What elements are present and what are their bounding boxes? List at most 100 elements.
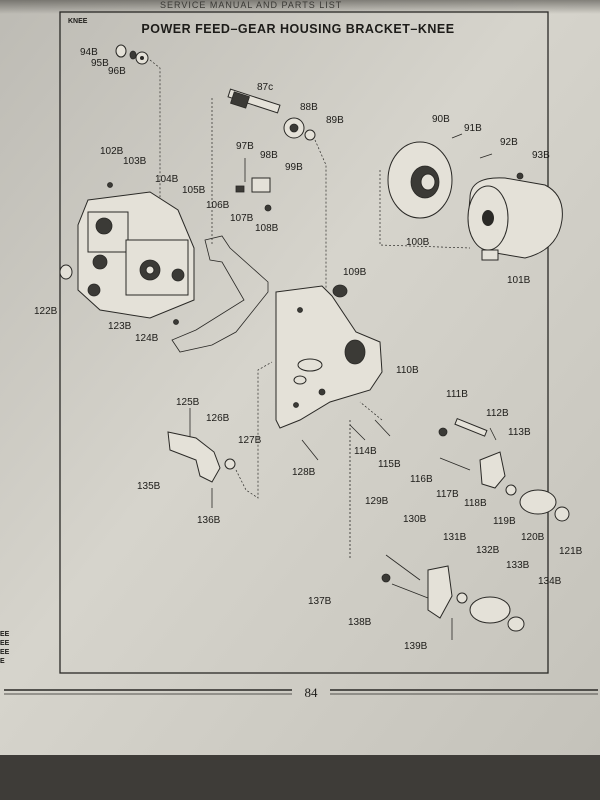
part-label-94b: 94B bbox=[80, 47, 98, 58]
bracket-plate-110b bbox=[275, 285, 383, 429]
rod-112b bbox=[454, 417, 488, 437]
part-label-115b: 115B bbox=[378, 459, 401, 470]
knob-120b bbox=[519, 489, 557, 515]
gasket-107b bbox=[171, 235, 269, 353]
leader-115b bbox=[359, 401, 383, 421]
part-label-138b: 138B bbox=[348, 617, 372, 628]
leader-100b bbox=[379, 170, 471, 249]
section-label: KNEE bbox=[68, 18, 88, 25]
part-label-108b: 108B bbox=[255, 223, 279, 234]
washer-group-94b bbox=[115, 44, 149, 65]
part-label-127b: 127B bbox=[238, 435, 262, 446]
pin-124b bbox=[173, 319, 179, 325]
part-label-134b: 134B bbox=[538, 576, 562, 587]
block-106b bbox=[235, 185, 245, 193]
screw-129b bbox=[385, 554, 421, 581]
part-label-101b: 101B bbox=[507, 275, 531, 286]
part-label-121b: 121B bbox=[559, 546, 583, 557]
part-label-119b: 119B bbox=[493, 516, 516, 527]
part-label-99b: 99B bbox=[285, 162, 303, 173]
margin-mark-3: EE bbox=[0, 649, 10, 656]
cap-121b bbox=[554, 506, 570, 522]
margin-mark-4: E bbox=[0, 658, 5, 665]
part-label-110b: 110B bbox=[396, 365, 419, 376]
leader-96b bbox=[149, 59, 161, 200]
flange-90b bbox=[387, 141, 453, 219]
part-label-103b: 103B bbox=[123, 156, 147, 167]
part-label-116b: 116B bbox=[410, 474, 433, 485]
lever-135b bbox=[167, 431, 221, 483]
part-label-126b: 126B bbox=[206, 413, 230, 424]
bearing-88b bbox=[283, 117, 305, 139]
screw-92b bbox=[479, 153, 493, 159]
part-label-132b: 132B bbox=[476, 545, 500, 556]
knob-109b bbox=[332, 284, 348, 298]
part-label-118b: 118B bbox=[464, 498, 487, 509]
washer-127b bbox=[224, 458, 236, 470]
part-label-125b: 125B bbox=[176, 397, 200, 408]
part-label-107b: 107B bbox=[230, 213, 254, 224]
leader-89b bbox=[314, 139, 346, 336]
bottom-shadow bbox=[0, 755, 600, 800]
part-label-97b: 97B bbox=[236, 141, 254, 152]
part-label-128b: 128B bbox=[292, 467, 316, 478]
cap-134b bbox=[507, 616, 525, 632]
part-label-102b: 102B bbox=[100, 146, 124, 157]
part-label-117b: 117B bbox=[436, 489, 459, 500]
part-label-90b: 90B bbox=[432, 114, 450, 125]
part-label-130b: 130B bbox=[403, 514, 427, 525]
screw-91b bbox=[451, 133, 463, 139]
part-label-105b: 105B bbox=[182, 185, 206, 196]
part-label-137b: 137B bbox=[308, 596, 332, 607]
part-label-136b: 136B bbox=[197, 515, 221, 526]
part-label-98b: 98B bbox=[260, 150, 278, 161]
part-label-123b: 123B bbox=[108, 321, 132, 332]
washer-132b bbox=[456, 592, 468, 604]
part-label-120b: 120B bbox=[521, 532, 545, 543]
part-label-93b: 93B bbox=[532, 150, 550, 161]
part-label-131b: 131B bbox=[443, 532, 467, 543]
part-label-104b: 104B bbox=[155, 174, 179, 185]
screw-116b bbox=[439, 457, 471, 471]
part-label-109b: 109B bbox=[343, 267, 367, 278]
washer-108b bbox=[264, 204, 272, 212]
top-shadow bbox=[0, 0, 600, 14]
diagram-title: POWER FEED–GEAR HOUSING BRACKET–KNEE bbox=[141, 22, 454, 36]
part-label-91b: 91B bbox=[464, 123, 482, 134]
screw-128b bbox=[301, 439, 319, 461]
part-label-89b: 89B bbox=[326, 115, 344, 126]
washer-111b bbox=[438, 427, 448, 437]
part-label-100b: 100B bbox=[406, 237, 430, 248]
diagram-frame bbox=[59, 11, 549, 674]
part-label-139b: 139B bbox=[404, 641, 428, 652]
screw-114b bbox=[349, 424, 366, 441]
shaft-138b bbox=[391, 583, 429, 599]
part-label-95b: 95B bbox=[91, 58, 109, 69]
part-label-96b: 96B bbox=[108, 66, 126, 77]
part-label-135b: 135B bbox=[137, 481, 161, 492]
part-label-122b: 122B bbox=[34, 306, 58, 317]
pin-113b bbox=[489, 427, 497, 441]
motor-101b bbox=[467, 172, 563, 261]
part-label-113b: 113B bbox=[508, 427, 531, 438]
lever-118b bbox=[479, 451, 506, 489]
washer-119b bbox=[505, 484, 517, 496]
shaft-87c bbox=[227, 88, 281, 114]
margin-mark-1: EE bbox=[0, 631, 10, 638]
part-label-92b: 92B bbox=[500, 137, 518, 148]
screw-115b bbox=[374, 419, 391, 437]
part-label-88b: 88B bbox=[300, 102, 318, 113]
part-label-111b: 111B bbox=[446, 389, 468, 400]
bracket-98b bbox=[251, 177, 271, 193]
part-label-106b: 106B bbox=[206, 200, 230, 211]
part-label-114b: 114B bbox=[354, 446, 377, 457]
seal-122b bbox=[59, 264, 73, 280]
knob-133b bbox=[469, 596, 511, 624]
part-label-112b: 112B bbox=[486, 408, 509, 419]
leader-127b bbox=[235, 361, 273, 499]
running-head: SERVICE MANUAL AND PARTS LIST bbox=[160, 0, 342, 10]
part-label-133b: 133B bbox=[506, 560, 530, 571]
page-number: 84 bbox=[305, 685, 319, 700]
washer-137b bbox=[381, 573, 391, 583]
